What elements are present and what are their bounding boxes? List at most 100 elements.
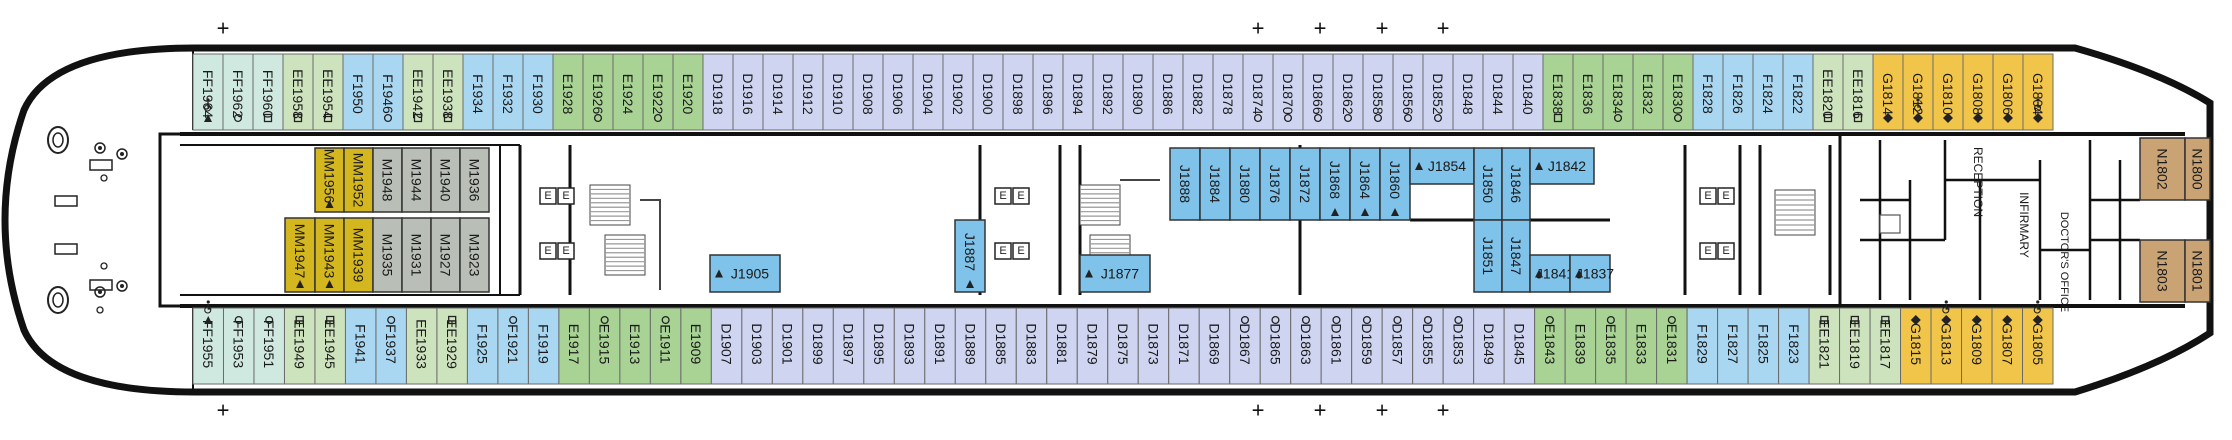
cabin-ee1949[interactable]: EE1949 bbox=[283, 307, 316, 385]
cabin-d1883[interactable]: D1883 bbox=[1015, 307, 1048, 385]
cabin-ff1962[interactable]: FF1962 bbox=[222, 53, 254, 131]
cabin-m1940[interactable]: M1940 bbox=[430, 147, 461, 213]
cabin-e1833[interactable]: E1833 bbox=[1625, 307, 1658, 385]
cabin-d1890[interactable]: D1890 bbox=[1122, 53, 1154, 131]
cabin-e1913[interactable]: E1913 bbox=[619, 307, 651, 385]
cabin-d1907[interactable]: D1907 bbox=[710, 307, 743, 385]
cabin-e1917[interactable]: E1917 bbox=[558, 307, 590, 385]
cabin-d1903[interactable]: D1903 bbox=[741, 307, 773, 385]
cabin-j1868[interactable]: J1868 bbox=[1319, 147, 1351, 221]
cabin-j1877[interactable]: J1877 bbox=[1079, 254, 1151, 293]
cabin-d1857[interactable]: D1857 bbox=[1381, 307, 1414, 385]
cabin-j1847[interactable]: J1847 bbox=[1501, 219, 1531, 293]
cabin-e1924[interactable]: E1924 bbox=[612, 53, 644, 131]
cabin-j1851[interactable]: J1851 bbox=[1473, 219, 1503, 293]
cabin-n1801[interactable]: N1801 bbox=[2184, 239, 2211, 303]
cabin-e1839[interactable]: E1839 bbox=[1564, 307, 1597, 385]
cabin-f1941[interactable]: F1941 bbox=[344, 307, 377, 385]
cabin-f1925[interactable]: F1925 bbox=[466, 307, 499, 385]
cabin-j1837[interactable]: J1837 bbox=[1569, 254, 1614, 293]
cabin-g1810[interactable]: G1810 bbox=[1932, 53, 1964, 131]
cabin-mm1943[interactable]: MM1943 bbox=[314, 217, 345, 293]
cabin-g1809[interactable]: G1809 bbox=[1961, 307, 1993, 385]
cabin-mm1952[interactable]: MM1952 bbox=[343, 147, 374, 213]
cabin-e1915[interactable]: E1915 bbox=[588, 307, 621, 385]
cabin-m1927[interactable]: M1927 bbox=[430, 217, 461, 293]
cabin-j1864[interactable]: J1864 bbox=[1349, 147, 1381, 221]
cabin-d1844[interactable]: D1844 bbox=[1482, 53, 1514, 131]
cabin-e1832[interactable]: E1832 bbox=[1632, 53, 1664, 131]
cabin-d1865[interactable]: D1865 bbox=[1259, 307, 1292, 385]
cabin-f1824[interactable]: F1824 bbox=[1752, 53, 1784, 131]
cabin-g1806[interactable]: G1806 bbox=[1992, 53, 2024, 131]
cabin-d1896[interactable]: D1896 bbox=[1032, 53, 1064, 131]
cabin-d1873[interactable]: D1873 bbox=[1137, 307, 1170, 385]
cabin-d1881[interactable]: D1881 bbox=[1046, 307, 1078, 385]
cabin-d1916[interactable]: D1916 bbox=[732, 53, 764, 131]
cabin-n1802[interactable]: N1802 bbox=[2139, 137, 2186, 201]
cabin-g1804[interactable]: G1804 bbox=[2022, 53, 2054, 131]
cabin-e1928[interactable]: E1928 bbox=[552, 53, 584, 131]
cabin-d1871[interactable]: D1871 bbox=[1168, 307, 1200, 385]
cabin-ee1954[interactable]: EE1954 bbox=[312, 53, 344, 131]
cabin-d1845[interactable]: D1845 bbox=[1503, 307, 1536, 385]
cabin-f1950[interactable]: F1950 bbox=[342, 53, 374, 131]
cabin-m1948[interactable]: M1948 bbox=[372, 147, 403, 213]
cabin-d1848[interactable]: D1848 bbox=[1452, 53, 1484, 131]
cabin-d1894[interactable]: D1894 bbox=[1062, 53, 1094, 131]
cabin-j1860[interactable]: J1860 bbox=[1379, 147, 1411, 221]
cabin-d1912[interactable]: D1912 bbox=[792, 53, 824, 131]
cabin-ee1929[interactable]: EE1929 bbox=[436, 307, 468, 385]
cabin-d1899[interactable]: D1899 bbox=[802, 307, 834, 385]
cabin-e1922[interactable]: E1922 bbox=[642, 53, 674, 131]
cabin-d1866[interactable]: D1866 bbox=[1302, 53, 1334, 131]
cabin-n1800[interactable]: N1800 bbox=[2184, 137, 2211, 201]
cabin-e1830[interactable]: E1830 bbox=[1662, 53, 1694, 131]
cabin-g1815[interactable]: G1815 bbox=[1900, 307, 1932, 385]
cabin-j1872[interactable]: J1872 bbox=[1289, 147, 1321, 221]
cabin-f1826[interactable]: F1826 bbox=[1722, 53, 1754, 131]
cabin-mm1956[interactable]: MM1956 bbox=[314, 147, 345, 213]
cabin-d1869[interactable]: D1869 bbox=[1198, 307, 1231, 385]
cabin-d1852[interactable]: D1852 bbox=[1422, 53, 1454, 131]
cabin-e1838[interactable]: E1838 bbox=[1542, 53, 1574, 131]
cabin-f1934[interactable]: F1934 bbox=[462, 53, 494, 131]
cabin-d1901[interactable]: D1901 bbox=[771, 307, 804, 385]
cabin-ee1938[interactable]: EE1938 bbox=[432, 53, 464, 131]
cabin-ff1955[interactable]: FF1955 bbox=[192, 300, 224, 385]
cabin-ff1953[interactable]: FF1953 bbox=[222, 307, 255, 385]
cabin-d1892[interactable]: D1892 bbox=[1092, 53, 1124, 131]
cabin-ee1821[interactable]: EE1821 bbox=[1808, 307, 1841, 385]
cabin-d1908[interactable]: D1908 bbox=[852, 53, 884, 131]
cabin-n1803[interactable]: N1803 bbox=[2139, 239, 2186, 303]
cabin-ee1945[interactable]: EE1945 bbox=[314, 307, 346, 385]
cabin-d1902[interactable]: D1902 bbox=[942, 53, 974, 131]
cabin-m1936[interactable]: M1936 bbox=[459, 147, 490, 213]
cabin-f1919[interactable]: F1919 bbox=[527, 307, 560, 385]
cabin-d1879[interactable]: D1879 bbox=[1076, 307, 1109, 385]
cabin-d1870[interactable]: D1870 bbox=[1272, 53, 1304, 131]
cabin-j1884[interactable]: J1884 bbox=[1199, 147, 1231, 221]
cabin-mm1947[interactable]: MM1947 bbox=[284, 217, 316, 293]
cabin-g1812[interactable]: G1812 bbox=[1902, 53, 1934, 131]
cabin-d1897[interactable]: D1897 bbox=[832, 307, 865, 385]
cabin-d1918[interactable]: D1918 bbox=[702, 53, 734, 131]
cabin-d1856[interactable]: D1856 bbox=[1392, 53, 1424, 131]
cabin-j1854[interactable]: J1854 bbox=[1409, 147, 1475, 185]
cabin-m1944[interactable]: M1944 bbox=[401, 147, 432, 213]
cabin-mm1939[interactable]: MM1939 bbox=[343, 217, 374, 293]
cabin-d1853[interactable]: D1853 bbox=[1442, 307, 1475, 385]
cabin-e1909[interactable]: E1909 bbox=[680, 307, 712, 385]
cabin-j1880[interactable]: J1880 bbox=[1229, 147, 1261, 221]
cabin-f1828[interactable]: F1828 bbox=[1692, 53, 1724, 131]
cabin-d1859[interactable]: D1859 bbox=[1351, 307, 1383, 385]
cabin-f1937[interactable]: F1937 bbox=[375, 307, 407, 385]
cabin-e1831[interactable]: E1831 bbox=[1656, 307, 1688, 385]
cabin-j1846[interactable]: J1846 bbox=[1501, 147, 1531, 221]
cabin-f1822[interactable]: F1822 bbox=[1782, 53, 1814, 131]
cabin-f1932[interactable]: F1932 bbox=[492, 53, 524, 131]
cabin-ee1820[interactable]: EE1820 bbox=[1812, 53, 1844, 131]
cabin-d1849[interactable]: D1849 bbox=[1473, 307, 1505, 385]
cabin-d1891[interactable]: D1891 bbox=[924, 307, 956, 385]
cabin-g1805[interactable]: G1805 bbox=[2022, 300, 2054, 385]
